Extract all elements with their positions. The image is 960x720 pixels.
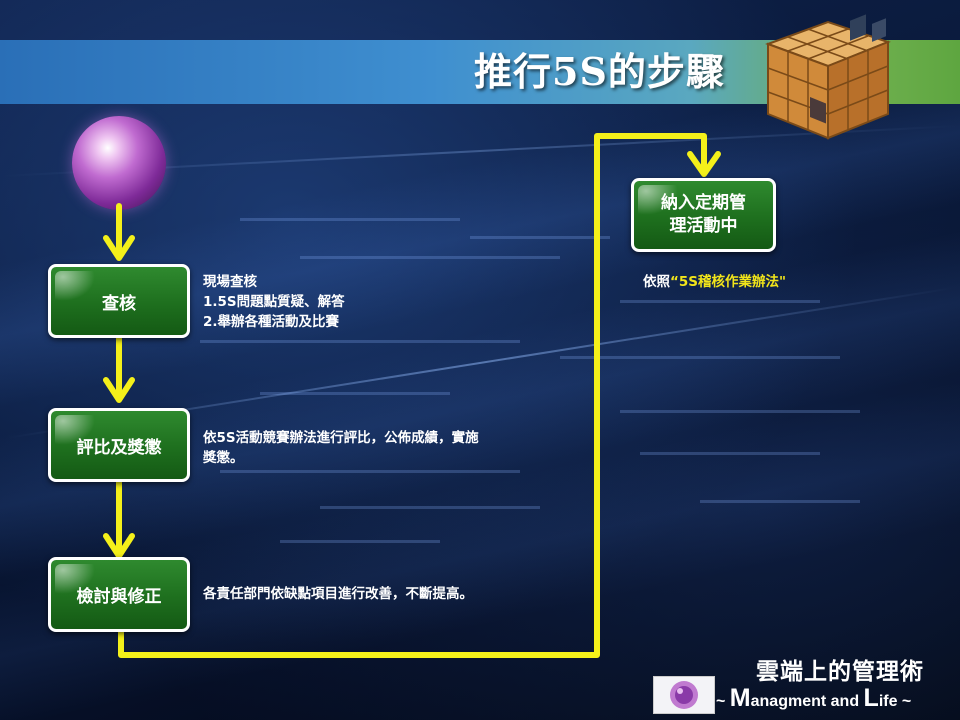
desc-routine-prefix: 依照 — [643, 274, 670, 290]
page-title: 推行5S的步驟 — [474, 49, 725, 94]
arrowhead-evaluate — [103, 377, 135, 403]
desc-evaluate-line2: 獎懲。 — [203, 450, 244, 466]
desc-routine-highlight: “5S稽核作業辦法" — [670, 274, 787, 290]
step-routine-label-line2: 理活動中 — [669, 216, 738, 236]
arrowhead-routine — [687, 151, 721, 177]
step-routine-box: 納入定期管 理活動中 — [631, 178, 776, 252]
rubiks-cube-image — [765, 14, 891, 140]
desc-routine: 依照“5S稽核作業辦法" — [643, 272, 786, 292]
desc-review: 各責任部門依缺點項目進行改善，不斷提高。 — [203, 586, 473, 602]
arrowhead-review — [103, 533, 135, 559]
desc-evaluate: 依5S活動競賽辦法進行評比，公佈成績，實施 獎懲。 — [203, 428, 479, 468]
step-evaluate-box: 評比及獎懲 — [48, 408, 190, 482]
footer-thumbnail-image — [653, 676, 715, 714]
desc-evaluate-line1: 依5S活動競賽辦法進行評比，公佈成績，實施 — [203, 430, 479, 446]
connector-review-to-routine — [118, 133, 707, 658]
footer-title: 雲端上的管理術 — [756, 659, 924, 685]
desc-check-line3: 2.舉辦各種活動及比賽 — [203, 314, 340, 330]
step-review-label: 檢討與修正 — [76, 587, 162, 607]
footer-subtitle: ~ Managment and Life ~ — [716, 684, 912, 712]
sphere-decoration — [72, 116, 166, 210]
step-check-label: 查核 — [102, 293, 136, 314]
desc-check-line2: 1.5S問題點質疑、解答 — [203, 294, 345, 310]
step-check-box: 查核 — [48, 264, 190, 338]
step-review-box: 檢討與修正 — [48, 557, 190, 632]
desc-check-line1: 現場查核 — [203, 274, 257, 290]
step-evaluate-label: 評比及獎懲 — [76, 437, 162, 458]
arrowhead-check — [103, 235, 135, 261]
step-routine-label-line1: 納入定期管 — [661, 193, 746, 213]
desc-check: 現場查核 1.5S問題點質疑、解答 2.舉辦各種活動及比賽 — [203, 272, 345, 332]
